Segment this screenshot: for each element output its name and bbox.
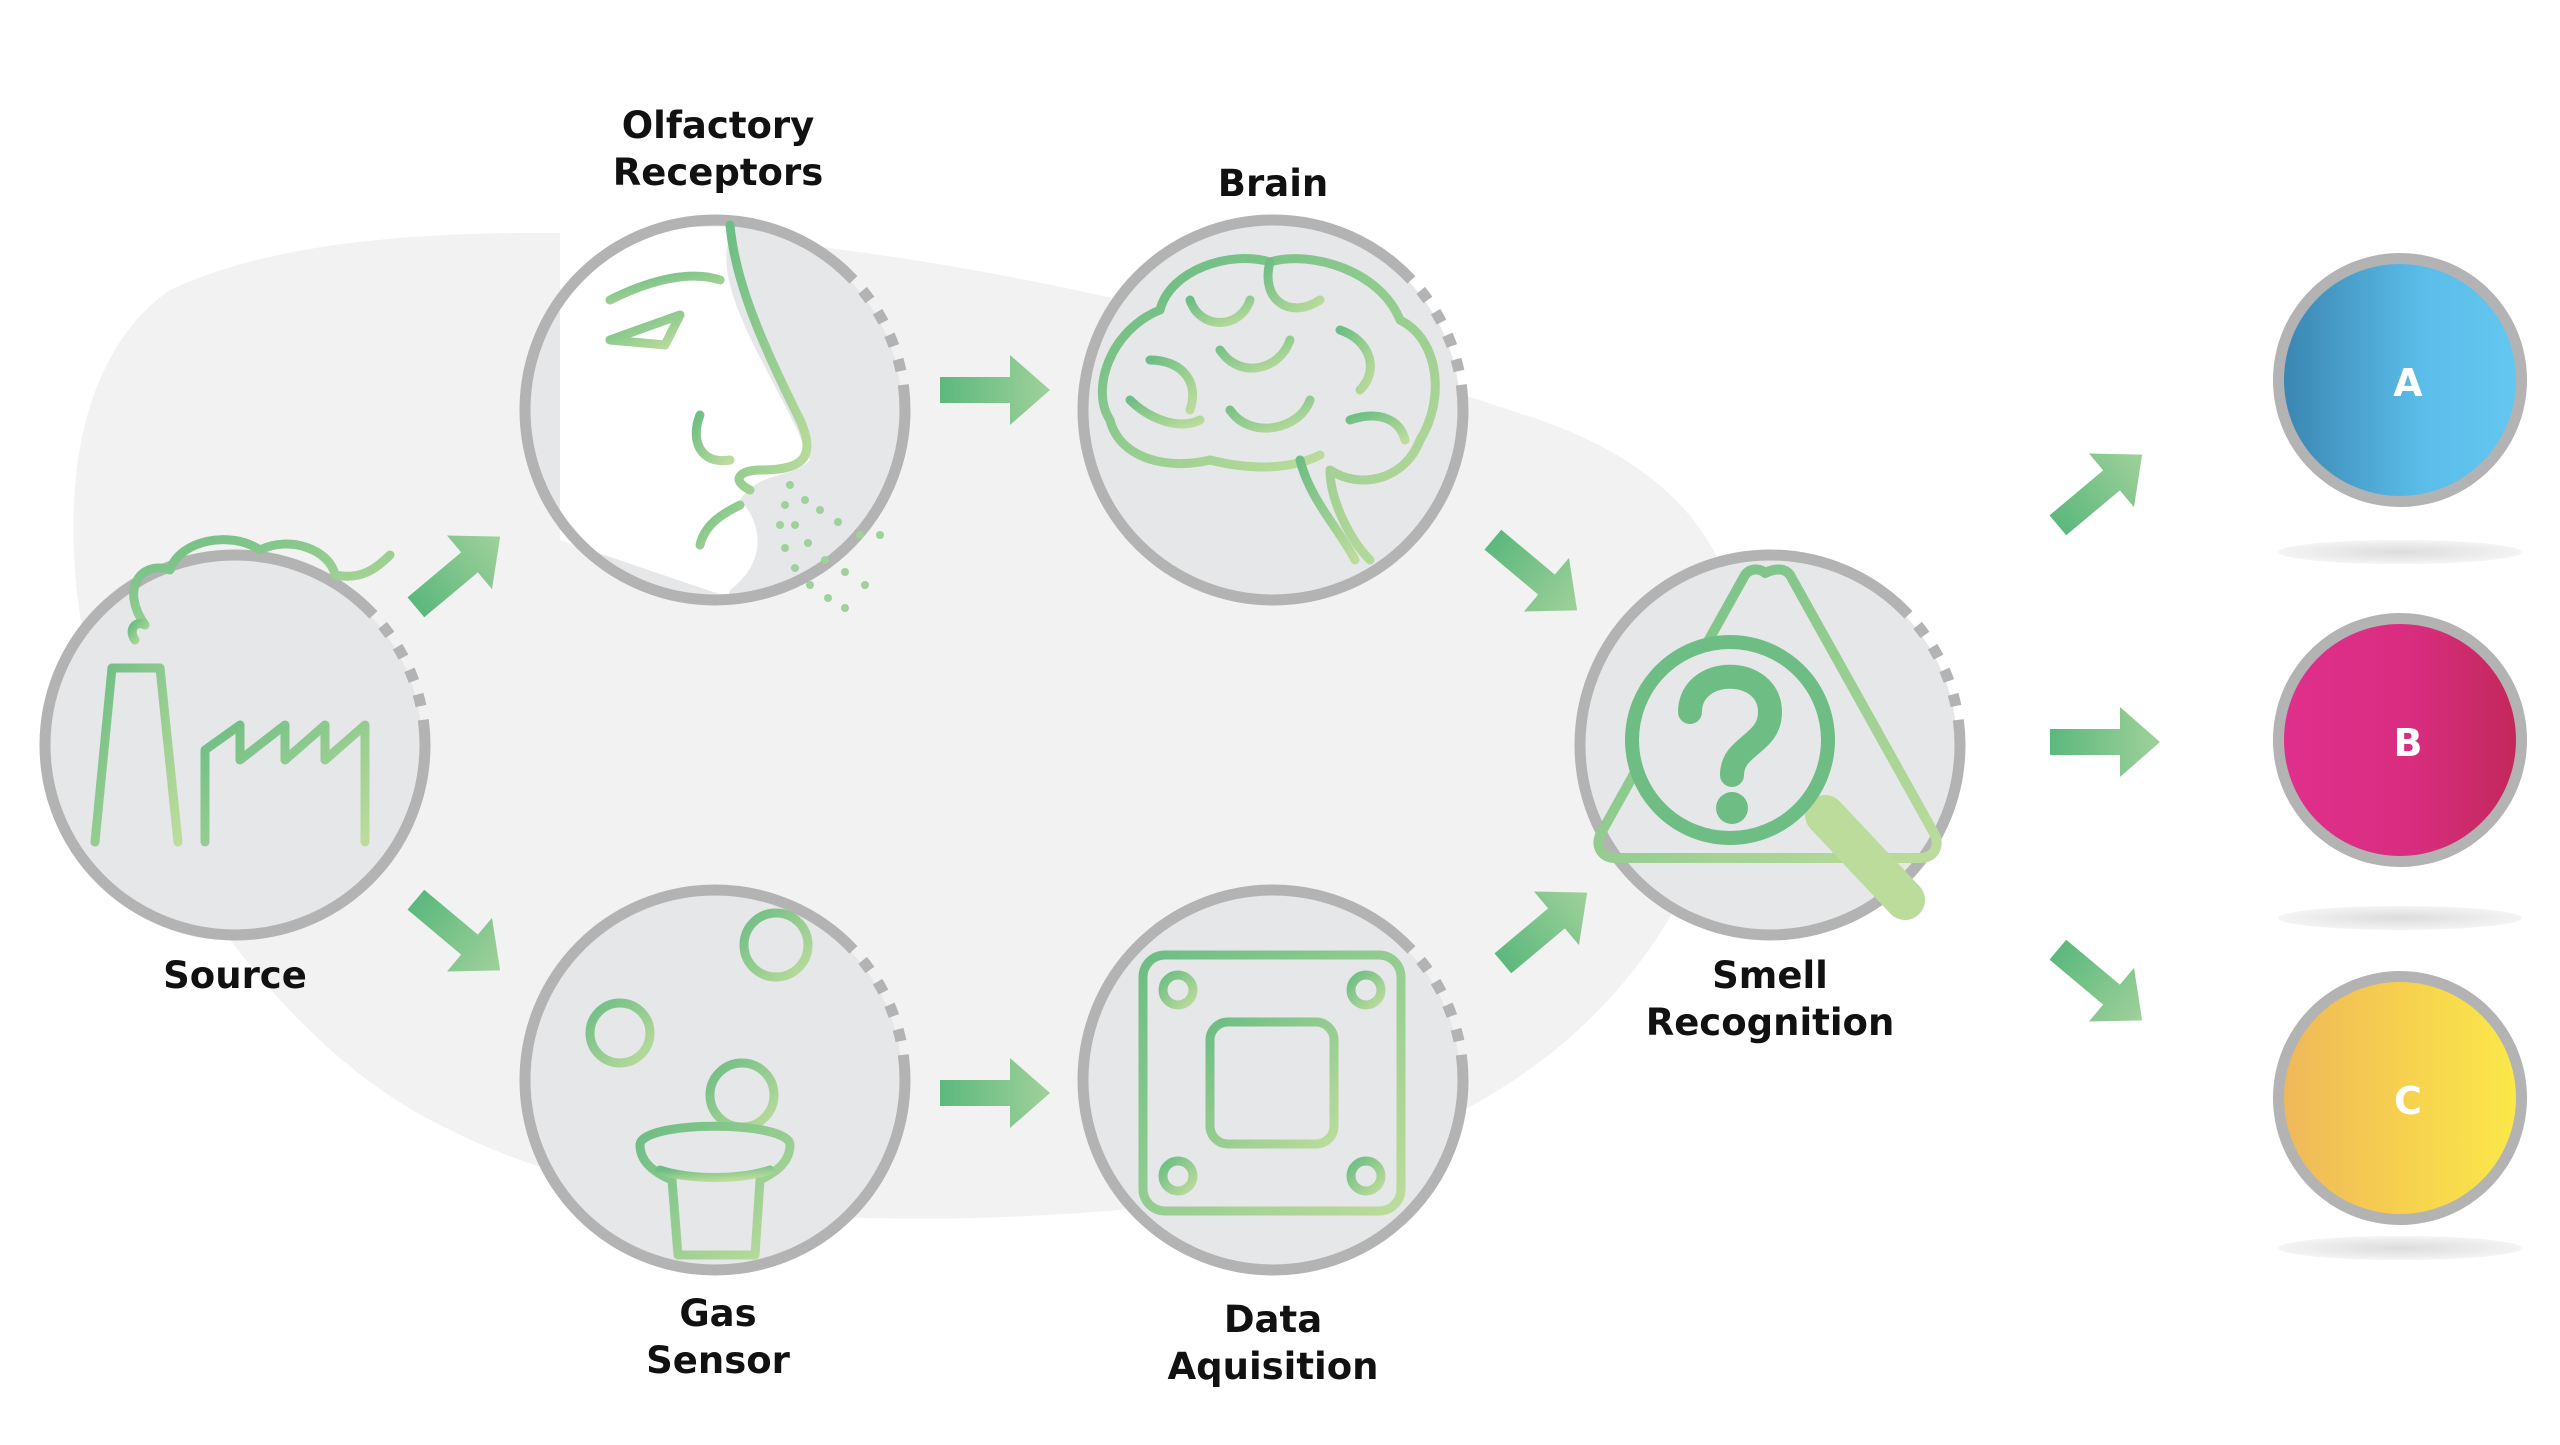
label-line: Smell	[1712, 954, 1828, 997]
node-data-aquisition	[1077, 884, 1469, 1276]
node-gas-sensor	[519, 884, 911, 1276]
label-line: Sensor	[646, 1339, 790, 1382]
label-olfactory-receptors: Olfactory Receptors	[613, 102, 823, 196]
output-b	[2273, 613, 2527, 930]
label-line: Brain	[1217, 162, 1329, 205]
magnifier-question-icon	[1593, 564, 1942, 920]
ring	[1077, 884, 1469, 1276]
output-letter-b: B	[2393, 721, 2423, 765]
ring	[519, 884, 911, 1276]
ring	[39, 549, 431, 941]
scent-dots	[776, 481, 884, 612]
ring	[519, 214, 911, 606]
output-ball-b	[2284, 624, 2516, 856]
label-line: Olfactory	[621, 104, 815, 147]
label-gas-sensor: Gas Sensor	[646, 1290, 790, 1384]
ball-shadow	[2278, 1236, 2522, 1260]
label-line: Source	[163, 954, 307, 997]
node-source	[25, 535, 431, 941]
label-smell-recognition: Smell Recognition	[1646, 952, 1895, 1046]
output-ball-a	[2284, 264, 2516, 496]
output-letter-a: A	[2393, 361, 2423, 405]
label-line: Recognition	[1645, 1001, 1895, 1044]
node-smell-recognition	[1574, 549, 1966, 941]
node-olfactory-receptors	[519, 214, 911, 612]
chip-icon	[1138, 950, 1406, 1216]
ball-shadow	[2278, 540, 2522, 564]
factory-icon	[25, 535, 400, 850]
node-brain	[1077, 214, 1469, 606]
label-line: Gas	[679, 1292, 757, 1335]
nose-face-icon	[605, 220, 812, 550]
arrow-to-output-a	[2035, 427, 2165, 553]
label-brain: Brain	[1218, 160, 1328, 207]
output-c	[2273, 971, 2527, 1260]
ball-shadow	[2278, 906, 2522, 930]
label-line: Data	[1223, 1298, 1323, 1341]
label-line: Aquisition	[1167, 1345, 1379, 1388]
brain-icon	[1097, 254, 1440, 565]
arrow-to-output-c	[2035, 922, 2165, 1048]
label-line: Receptors	[612, 151, 824, 194]
label-data-aquisition: Data Aquisition	[1168, 1296, 1379, 1390]
output-letter-c: C	[2394, 1079, 2422, 1123]
gas-sensor-icon	[585, 908, 813, 1260]
output-a	[2273, 253, 2527, 564]
ring	[1077, 214, 1469, 606]
label-source: Source	[163, 952, 307, 999]
output-ball-c	[2284, 982, 2516, 1214]
ring	[1574, 549, 1966, 941]
arrow-to-output-b	[2050, 707, 2160, 777]
